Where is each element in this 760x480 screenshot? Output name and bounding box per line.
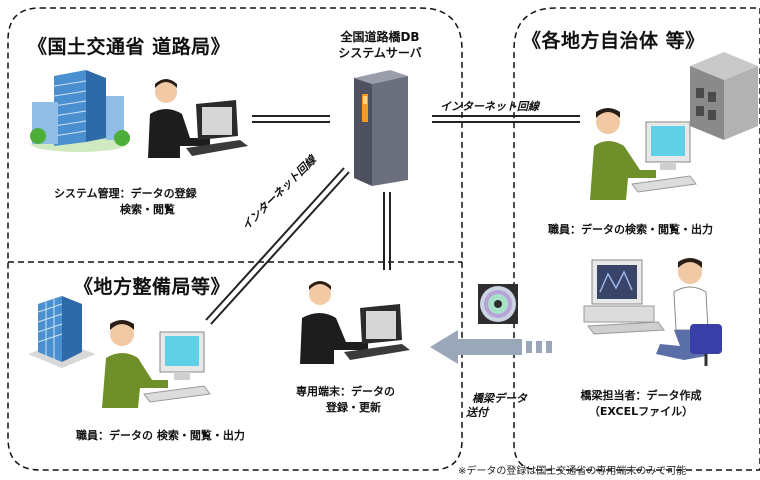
server-label-line2: システムサーバ [338, 46, 422, 60]
mlit-zone-border [7, 7, 463, 471]
terminal-caption-line1: 専用端末：データの [296, 385, 395, 398]
local-staff-pc-icon [590, 108, 697, 200]
office-building-icon [30, 70, 130, 152]
footnote: ※データの登録は国土交通省の専用端末のみで可能 [458, 466, 687, 477]
municipal-building-icon [690, 52, 758, 140]
transfer-arrow [430, 330, 552, 364]
transfer-label-line1: 橋梁データ [472, 392, 527, 405]
terminal-operator-laptop-icon [300, 281, 410, 364]
bridge-staff-caption-line1: 橋梁担当者：データ作成 [580, 389, 702, 402]
server-terminal-link [383, 192, 391, 270]
regional-zone-title: 《地方整備局等》 [74, 276, 231, 298]
internet-label-right: インターネット回線 [440, 100, 539, 113]
local-gov-caption: 職員：データの検索・閲覧・出力 [548, 223, 713, 236]
bridge-staff-caption-line2: （EXCELファイル） [588, 405, 694, 418]
mlit-caption-line1: システム管理：データの登録 [54, 187, 197, 200]
mlit-server-link [252, 115, 330, 123]
local-gov-zone-border [513, 7, 760, 471]
local-gov-zone-title: 《各地方自治体 等》 [522, 30, 705, 52]
regional-tower-icon [28, 296, 96, 368]
mlit-caption-line2: 検索・閲覧 [120, 203, 175, 216]
regional-caption: 職員：データの 検索・閲覧・出力 [76, 429, 245, 442]
server-label-line1: 全国道路橋DB [340, 30, 420, 44]
internet-link-diagonal [205, 167, 350, 325]
server-icon [354, 70, 408, 186]
transfer-label-line2: 送付 [466, 406, 488, 419]
admin-laptop-icon [148, 79, 248, 158]
terminal-caption-line2: 登録・更新 [326, 401, 381, 414]
mlit-zone-title: 《国土交通省 道路局》 [28, 36, 231, 58]
bridge-engineer-icon [583, 258, 722, 366]
regional-staff-pc-icon [102, 320, 211, 408]
cd-disc-icon [478, 284, 518, 324]
internet-link-right [432, 115, 580, 123]
